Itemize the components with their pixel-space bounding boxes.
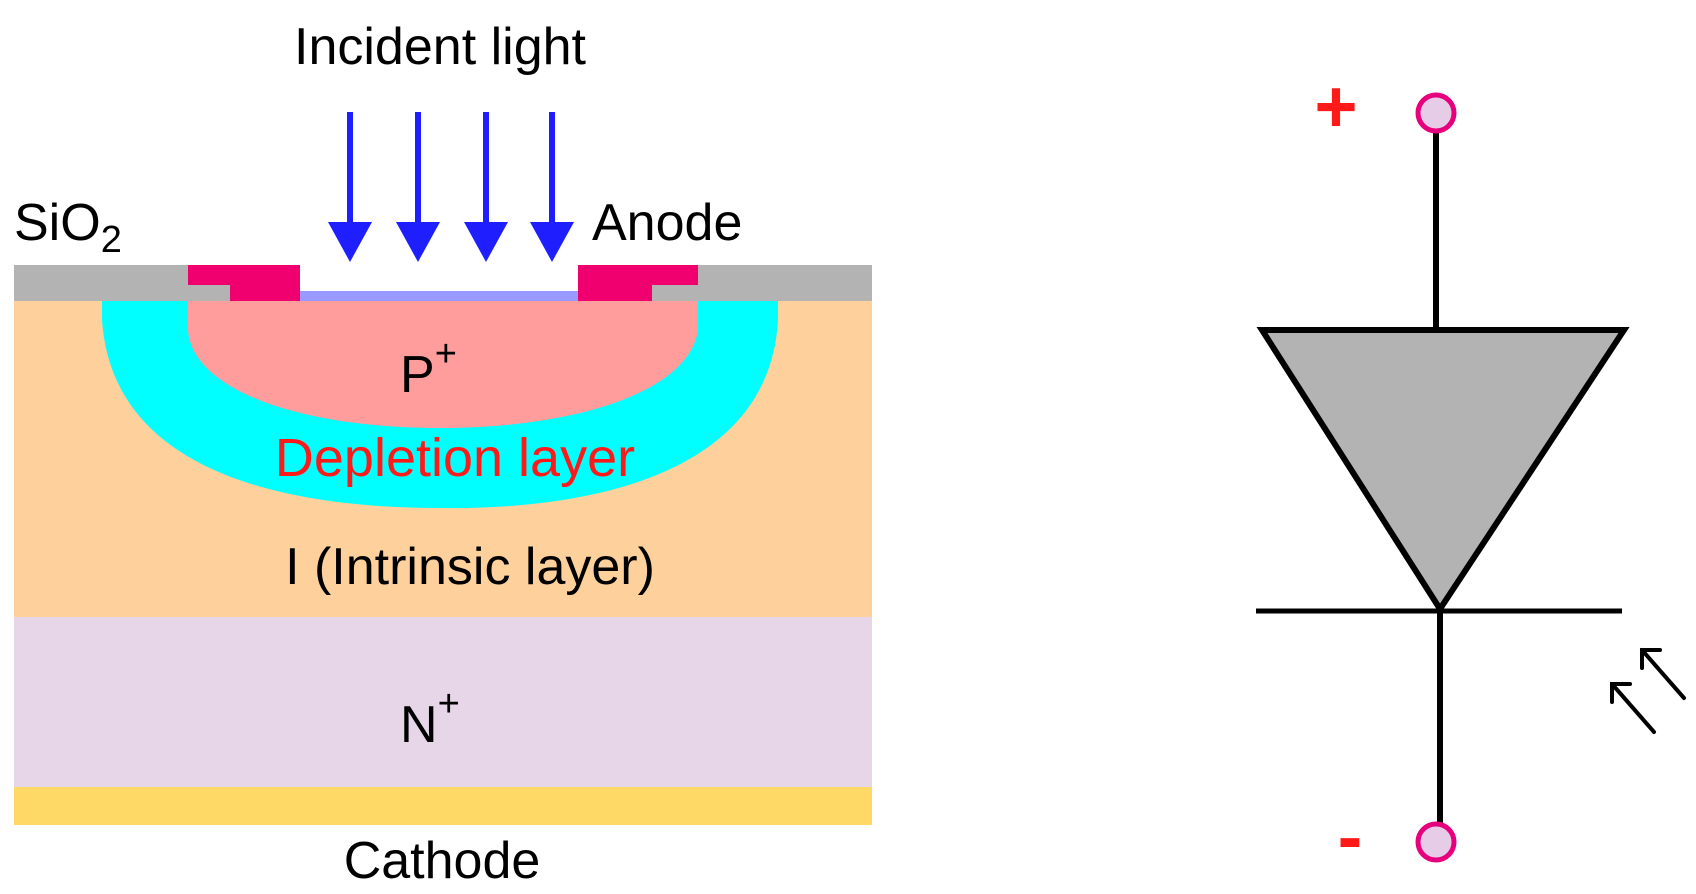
anode-terminal [1415,92,1457,134]
n-plus-label-main: N [400,696,438,754]
anode-contact-left [188,265,300,301]
photodiode-symbol: + - [1256,65,1686,878]
optical-window [300,291,580,301]
symbol-arrow-1 [1640,648,1686,700]
symbol-light-arrows [1610,648,1686,734]
incident-light-label: Incident light [294,18,587,76]
p-plus-label: P+ [400,333,457,404]
symbol-arrow-1-head [1640,648,1662,670]
minus-sign: - [1338,795,1363,878]
plus-sign: + [1314,65,1357,148]
anode-contact-right [578,265,698,301]
sio2-label: SiO2 [14,194,122,261]
cathode-label: Cathode [344,832,541,890]
n-plus-label-superscript: + [438,683,460,725]
light-arrow-1-head [328,222,372,262]
anode-label: Anode [592,194,742,252]
depletion-layer-label: Depletion layer [275,428,635,488]
sio2-label-subscript: 2 [101,219,122,261]
pin-cross-section: Incident light SiO2 Anode P+ Depletion l… [14,18,872,890]
diode-triangle [1256,327,1630,615]
symbol-arrow-2 [1610,682,1656,734]
sio2-label-main: SiO [14,194,101,252]
light-arrow-2-head [396,222,440,262]
p-plus-region [188,300,698,428]
light-arrow-4-head [530,222,574,262]
intrinsic-layer-label: I (Intrinsic layer) [285,538,655,596]
light-arrow-3-head [464,222,508,262]
n-plus-label: N+ [400,683,460,754]
p-plus-label-superscript: + [435,333,457,375]
cathode-metal [14,787,872,825]
incident-light-arrows [328,112,574,262]
n-plus-layer [14,617,872,787]
cathode-terminal [1415,821,1457,863]
p-plus-label-main: P [400,346,435,404]
symbol-arrow-2-head [1610,682,1632,704]
